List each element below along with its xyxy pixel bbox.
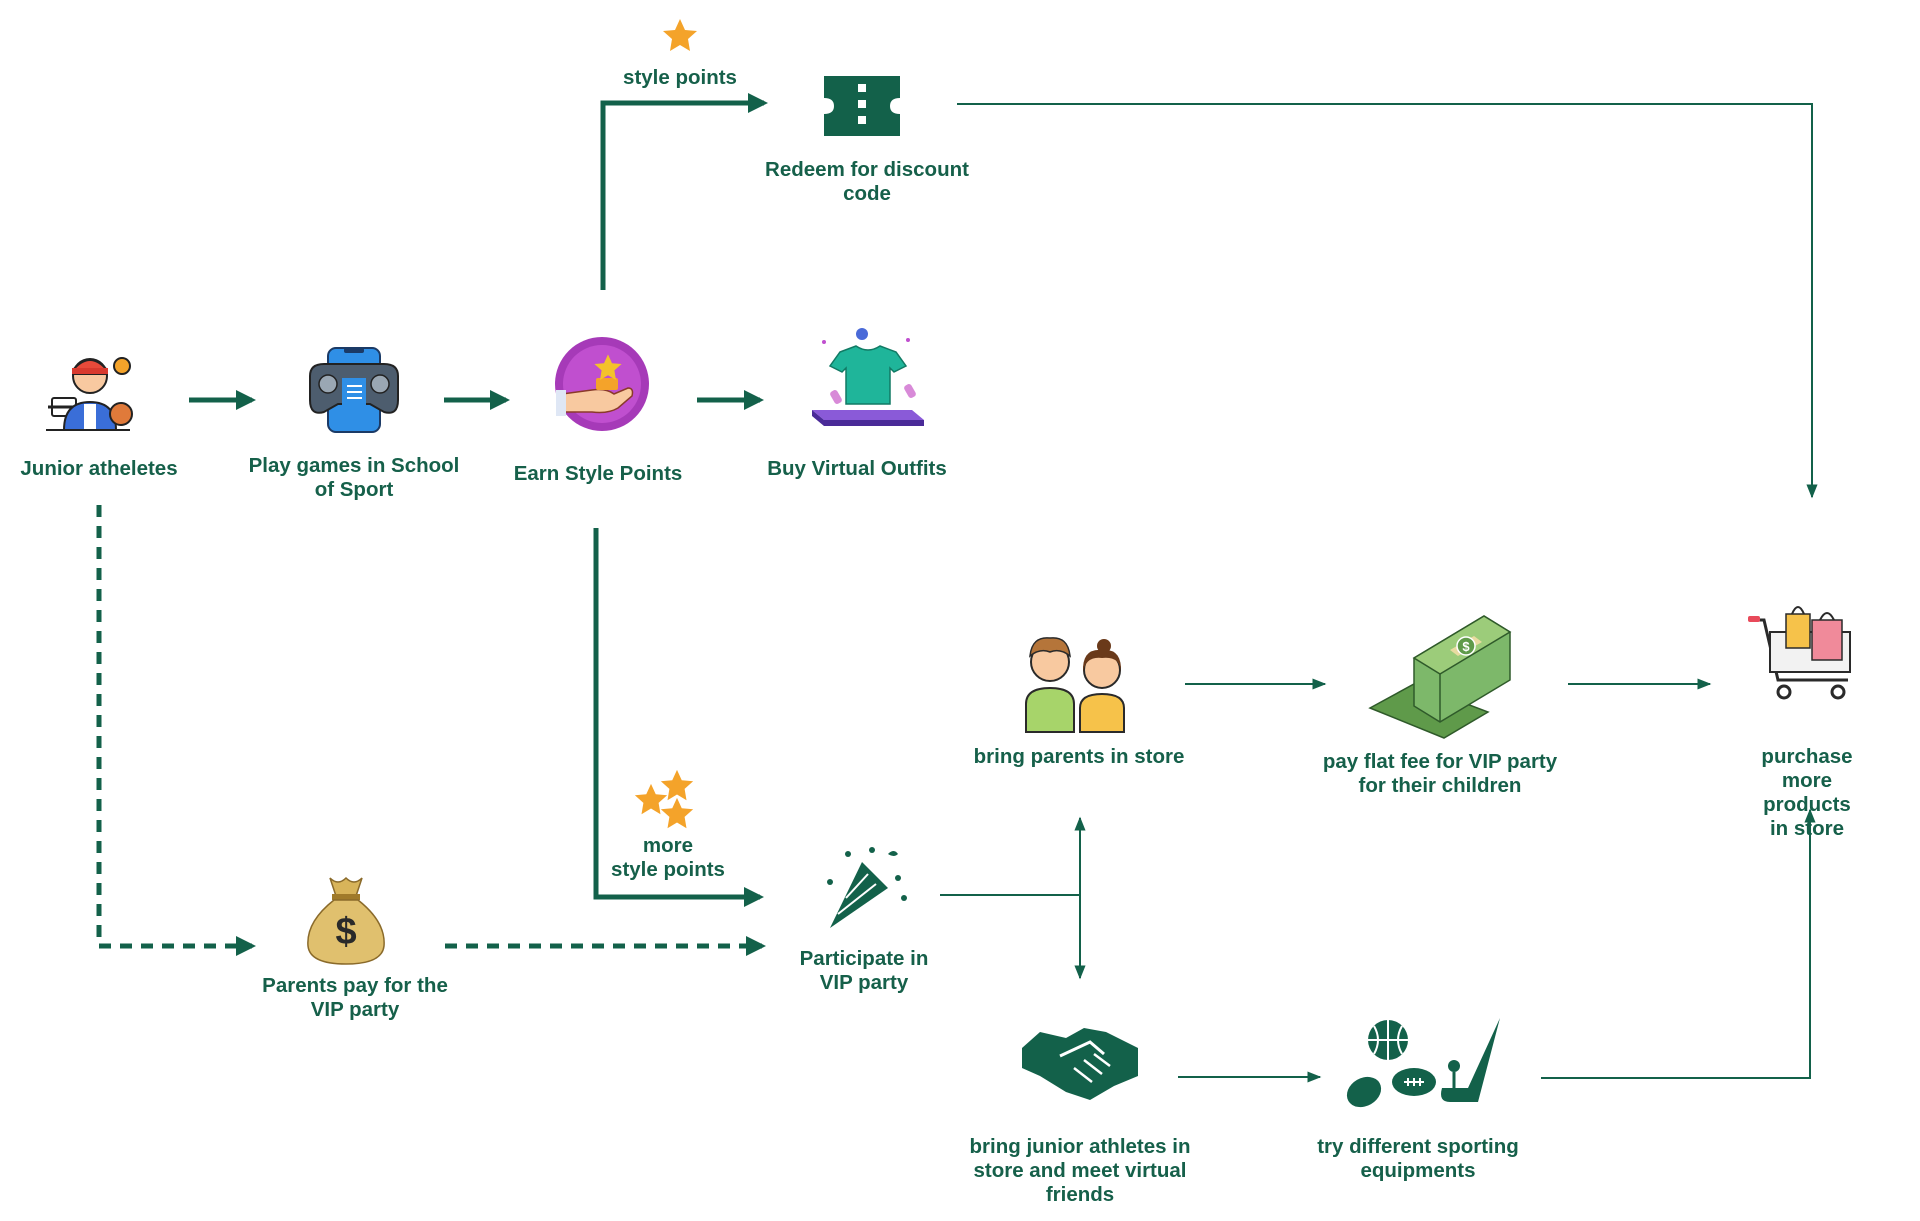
athlete-icon — [46, 357, 133, 431]
label-participate-vip: Participate in VIP party — [799, 947, 929, 994]
label-earn-style-points: Earn Style Points — [513, 462, 683, 485]
label-bring-parents: bring parents in store — [973, 745, 1185, 768]
label-junior-athletes: Junior atheletes — [20, 457, 178, 480]
handshake-icon — [1022, 1028, 1138, 1100]
dashed-athletes-to-parents-pay — [96, 505, 256, 956]
svg-text:$: $ — [1462, 639, 1470, 654]
label-try-equipment: try different sporting equipments — [1317, 1135, 1519, 1182]
parents-couple-icon — [1025, 637, 1125, 733]
label-bring-junior: bring junior athletes in store and meet … — [969, 1135, 1191, 1206]
party-popper-icon — [827, 847, 907, 928]
connectors — [96, 93, 1818, 1083]
virtual-tshirt-icon — [812, 328, 924, 426]
label-redeem-discount: Redeem for discount code — [765, 158, 969, 205]
svg-text:$: $ — [335, 911, 356, 953]
hand-star-badge-icon — [555, 337, 649, 431]
arrow-earn-to-vip — [593, 528, 764, 907]
shopping-cart-icon — [1748, 606, 1851, 700]
star-icon — [663, 19, 697, 51]
label-buy-virtual-outfits: Buy Virtual Outfits — [767, 457, 947, 480]
label-purchase-more: purchase more products in store — [1761, 745, 1853, 840]
label-pay-flat-fee: pay flat fee for VIP party for their chi… — [1322, 750, 1558, 797]
stars-cluster-icon — [634, 769, 694, 829]
money-bag-icon: $ — [307, 876, 385, 965]
sports-equipment-icon — [1346, 1018, 1500, 1108]
arrow-redeem-to-cart — [957, 103, 1818, 499]
game-controller-phone-icon — [309, 347, 399, 433]
arrow-earn-to-redeem — [600, 93, 768, 290]
label-parents-pay: Parents pay for the VIP party — [262, 974, 448, 1021]
label-style-points: style points — [623, 66, 737, 89]
ticket-icon — [824, 76, 900, 136]
cash-stack-icon: $ — [1368, 615, 1512, 739]
arrow-equipment-to-cart — [1541, 808, 1816, 1079]
label-play-games: Play games in School of Sport — [248, 454, 460, 501]
label-more-style-points: more style points — [611, 834, 725, 881]
